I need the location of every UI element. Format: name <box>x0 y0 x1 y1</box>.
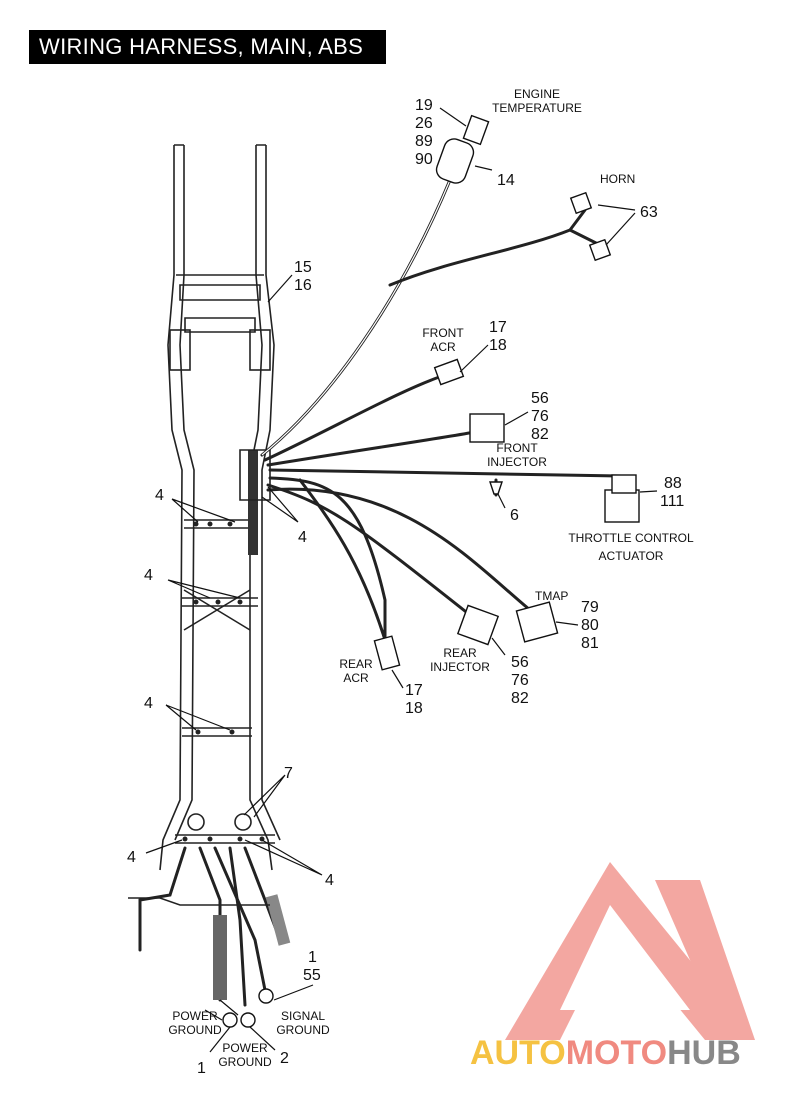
item-63-label: 63 <box>640 204 658 221</box>
item-4-label-b: 4 <box>298 529 307 546</box>
horn-caption: HORN <box>600 172 635 186</box>
horn-connector-2 <box>588 238 612 262</box>
item-1-label: 1 <box>197 1060 206 1077</box>
power-ground-lug-mid <box>240 1012 256 1028</box>
rear-injector-connector <box>456 604 500 646</box>
item-14-label: 14 <box>497 172 515 189</box>
frame <box>159 144 281 871</box>
svg-text:AUTOMOTOHUB: AUTOMOTOHUB <box>470 1034 741 1072</box>
watermark-logo <box>505 862 755 1040</box>
watermark-text: AUTOMOTOHUB <box>470 1034 741 1072</box>
throttle-actuator-connector <box>604 489 640 523</box>
clip-6 <box>489 481 503 495</box>
watermark-moto: MOTO <box>566 1034 667 1072</box>
engine-temp-connector <box>462 114 490 146</box>
harness-wires <box>260 178 627 642</box>
item-4-label-c: 4 <box>144 567 153 584</box>
power-ground-lug-left <box>222 1012 238 1028</box>
item-4-label-e: 4 <box>127 849 136 866</box>
front-acr-connector <box>433 358 465 386</box>
horn-connector-1 <box>569 191 593 215</box>
page-title: WIRING HARNESS, MAIN, ABS <box>29 30 386 64</box>
item-4-label-a: 4 <box>155 487 164 504</box>
front-injector-connector <box>469 413 505 443</box>
tmap-caption: TMAP <box>535 589 568 603</box>
item-6-label: 6 <box>510 507 519 524</box>
engine-temp-boot <box>435 138 475 184</box>
tmap-connector <box>515 601 559 643</box>
signal-ground-lug <box>258 988 274 1004</box>
lower-harness <box>128 846 291 1028</box>
leader-lines <box>145 107 658 1053</box>
connectors <box>373 114 640 671</box>
item-4-label-d: 4 <box>144 695 153 712</box>
item-7-label: 7 <box>284 765 293 782</box>
throttle-actuator-pins <box>611 474 637 494</box>
rear-acr-connector <box>373 635 401 671</box>
watermark-auto: AUTO <box>470 1034 566 1072</box>
item-2-label: 2 <box>280 1050 289 1067</box>
item-4-label-f: 4 <box>325 872 334 889</box>
watermark-hub: HUB <box>667 1034 741 1072</box>
